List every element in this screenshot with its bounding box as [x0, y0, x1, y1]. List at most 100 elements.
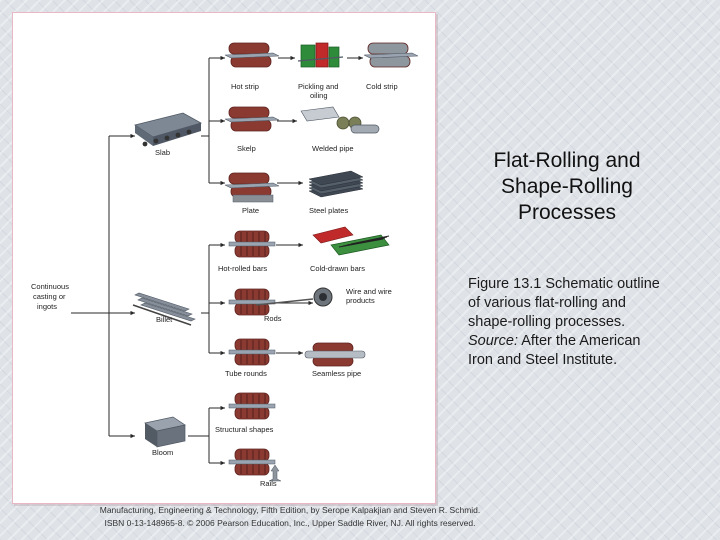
seamless-tube	[304, 350, 366, 359]
copyright-footer: Manufacturing, Engineering & Technology,…	[40, 504, 540, 530]
cold-strip-graphic	[363, 42, 419, 68]
tube-rounds-graphic-roll-1	[234, 352, 270, 366]
structural-shapes-graphic	[228, 392, 276, 420]
caption-source-text: After the American Iron and Steel Instit…	[468, 333, 641, 368]
wire-label-line1: Wire and wire	[346, 287, 392, 296]
pickling-label-line1: Pickling and	[298, 82, 338, 91]
caption-lead: Figure 13.1 Schematic outline of various…	[468, 276, 660, 330]
welded-strip	[300, 106, 340, 122]
arrow-to-tube-rounds-arrowhead	[220, 350, 225, 356]
hot-strip-graphic	[224, 42, 280, 68]
structural-shapes-graphic-roll-1	[234, 406, 270, 420]
wire-graphic	[255, 287, 333, 307]
billet-bar-2	[140, 302, 196, 322]
arrow-to-steel-plates-arrowhead	[298, 180, 303, 186]
arrow-to-pickling-arrowhead	[290, 55, 295, 61]
bloom-graphic	[144, 416, 186, 448]
pickling-tank-red	[315, 42, 329, 68]
arrow-to-plate-arrowhead	[220, 180, 225, 186]
slide-title: Flat-Rolling and Shape-Rolling Processes	[470, 148, 664, 226]
seamless-pipe-label: Seamless pipe	[312, 369, 361, 378]
arrow-to-rods-arrowhead	[220, 300, 225, 306]
billet-label: Billet	[156, 315, 173, 324]
cold-drawn-bar-3	[350, 235, 390, 245]
slab-graphic	[134, 112, 203, 147]
rails-graphic-bar	[228, 459, 276, 465]
wire-strand	[255, 298, 314, 306]
rails-graphic-roll-1	[234, 462, 270, 476]
arrow-to-slab-arrowhead	[130, 133, 135, 139]
rods-graphic	[228, 288, 276, 316]
hot-rolled-bars-graphic-bar	[228, 241, 276, 247]
wire-coil-inner	[319, 293, 327, 301]
welded-pipe-tube	[350, 124, 380, 134]
arrow-to-cold-strip-arrowhead	[358, 55, 363, 61]
arrow-to-rails-arrowhead	[220, 460, 225, 466]
cold-strip-graphic-top-roll	[367, 42, 409, 55]
source-label-line1: Continuous	[31, 282, 69, 291]
rods-graphic-bar	[228, 299, 276, 305]
source-label-line3: ingots	[37, 302, 57, 311]
pickling-strip	[297, 56, 344, 62]
skelp-graphic	[224, 106, 280, 132]
steel-plates-graphic	[308, 170, 364, 198]
plate-graphic	[224, 172, 280, 203]
welded-pipe-label: Welded pipe	[312, 144, 354, 153]
pickling-graphic	[297, 42, 344, 68]
caption-source-label: Source:	[468, 333, 518, 349]
hot-strip-graphic-top-roll	[228, 42, 270, 55]
arrow-to-seamless-pipe-arrowhead	[298, 350, 303, 356]
cold-strip-graphic-strip	[363, 52, 419, 59]
wire-label-line2: products	[346, 296, 375, 305]
figure-caption: Figure 13.1 Schematic outline of various…	[468, 275, 668, 370]
skelp-graphic-strip	[224, 116, 280, 123]
rails-graphic-roll-0	[234, 448, 270, 462]
structural-shapes-graphic-roll-0	[234, 392, 270, 406]
arrow-to-hot-strip-arrowhead	[220, 55, 225, 61]
rods-label: Rods	[264, 314, 282, 323]
welded-roll-1	[336, 116, 350, 130]
figure-panel: Continuous casting or ingots Slab Billet…	[12, 12, 436, 504]
arrow-to-cold-drawn-bars-arrowhead	[298, 242, 303, 248]
skelp-label: Skelp	[237, 144, 256, 153]
cold-drawn-die	[312, 226, 354, 244]
arrow-to-hot-rolled-bars-arrowhead	[220, 242, 225, 248]
skelp-graphic-top-roll	[228, 106, 270, 119]
slab-roller-2	[164, 135, 170, 141]
slab-roller-0	[142, 141, 148, 147]
billet-graphic	[132, 292, 196, 326]
structural-shapes-graphic-bar	[228, 403, 276, 409]
hot-rolled-bars-label: Hot-rolled bars	[218, 264, 267, 273]
rails-label: Rails	[260, 479, 277, 488]
slab-side-face	[135, 125, 153, 146]
plate-graphic-top-roll	[228, 172, 270, 185]
tube-rounds-graphic-bar	[228, 349, 276, 355]
arrow-to-bloom-arrowhead	[130, 433, 135, 439]
tube-rounds-graphic	[228, 338, 276, 366]
arrow-to-structural-shapes-arrowhead	[220, 405, 225, 411]
hot-strip-label: Hot strip	[231, 82, 259, 91]
seamless-pipe-graphic	[304, 342, 366, 367]
arrow-to-wire-arrowhead	[308, 300, 313, 306]
arrow-to-billet-arrowhead	[130, 310, 135, 316]
slide-title-line1: Flat-Rolling and	[493, 149, 641, 172]
footer-line1: Manufacturing, Engineering & Technology,…	[99, 505, 481, 515]
slab-roller-3	[175, 132, 181, 138]
billet-bar-0	[134, 292, 190, 312]
slab-label: Slab	[155, 148, 170, 157]
hot-rolled-bars-graphic-roll-0	[234, 230, 270, 244]
process-flow-diagram: Continuous casting or ingots Slab Billet…	[31, 42, 419, 488]
cold-strip-label: Cold strip	[366, 82, 398, 91]
pickling-label-line2: oiling	[310, 91, 328, 100]
hot-rolled-bars-graphic-roll-1	[234, 244, 270, 258]
footer-line2: ISBN 0-13-148965-8. © 2006 Pearson Educa…	[104, 518, 476, 528]
plate-stack	[232, 194, 274, 203]
tube-rounds-label: Tube rounds	[225, 369, 267, 378]
rail-profile	[268, 464, 282, 482]
slab-roller-1	[153, 138, 159, 144]
pickling-tank-green	[300, 44, 316, 68]
slide-title-line3: Processes	[517, 201, 617, 224]
hot-strip-graphic-strip	[224, 52, 280, 59]
tube-rounds-graphic-roll-0	[234, 338, 270, 352]
bloom-side	[145, 423, 157, 447]
